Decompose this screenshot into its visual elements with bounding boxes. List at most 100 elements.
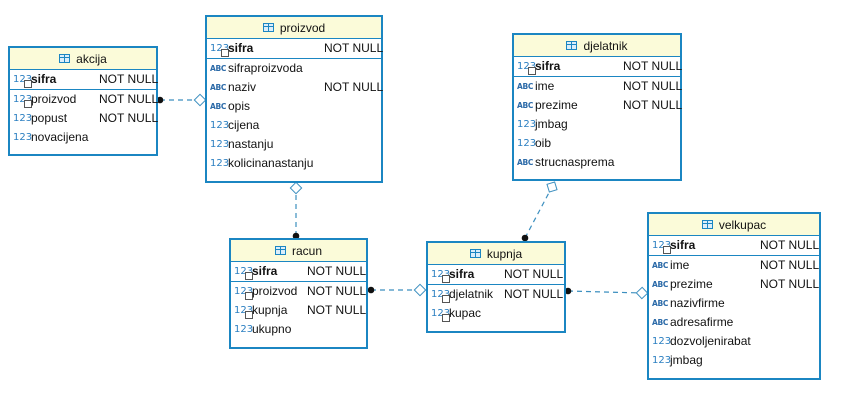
table-icon [262, 23, 274, 32]
column-name: proizvod [252, 284, 298, 298]
not-null-label: NOT NULL [623, 79, 683, 93]
foreign-key-icon [24, 100, 32, 108]
many-end-dot [156, 96, 164, 104]
table-icon [566, 41, 578, 50]
not-null-label: NOT NULL [623, 59, 683, 73]
numeric-type-icon: 123 [517, 57, 536, 76]
numeric-type-icon: 123 [234, 301, 253, 320]
column-name: sifraproizvoda [228, 61, 303, 75]
numeric-type-icon: 123 [652, 355, 672, 366]
not-null-label: NOT NULL [307, 264, 367, 278]
entity-name: proizvod [279, 20, 326, 35]
relationship-racun-kupnja[interactable] [367, 283, 427, 297]
numeric-type-icon: 123 [210, 120, 230, 131]
key-icon [442, 275, 450, 283]
column-name: sifra [31, 72, 57, 86]
numeric-type-icon: 123 [652, 236, 671, 255]
key-icon [221, 49, 229, 57]
text-type-icon: ABC [517, 158, 534, 167]
one-end-diamond [546, 181, 558, 193]
relationship-kupnja-djelatnik[interactable] [521, 181, 558, 242]
not-null-label: NOT NULL [99, 72, 159, 86]
entity-header: proizvod [207, 17, 381, 39]
text-type-icon: ABC [517, 101, 534, 110]
foreign-key-icon [245, 311, 253, 319]
many-end-dot [521, 234, 529, 242]
column-name: jmbag [535, 117, 568, 131]
not-null-label: NOT NULL [504, 267, 564, 281]
column-name: sifra [449, 267, 475, 281]
column-name: djelatnik [449, 287, 494, 301]
not-null-label: NOT NULL [324, 80, 384, 94]
not-null-label: NOT NULL [99, 92, 159, 106]
relationship-akcija-proizvod[interactable] [156, 93, 207, 107]
numeric-type-icon: 123 [517, 138, 537, 149]
not-null-label: NOT NULL [307, 303, 367, 317]
column-name: nastanju [228, 137, 274, 151]
relationship-kupnja-velkupac[interactable] [564, 286, 649, 300]
foreign-key-icon [442, 295, 450, 303]
table-icon [274, 246, 286, 255]
column-name: kupnja [252, 303, 288, 317]
not-null-label: NOT NULL [760, 277, 820, 291]
numeric-type-icon: 123 [431, 285, 450, 304]
entity-header: akcija [10, 48, 156, 70]
relationship-racun-proizvod[interactable] [289, 181, 303, 240]
numeric-type-icon: 123 [13, 132, 33, 143]
entity-header: velkupac [649, 214, 819, 236]
column-name: ime [535, 79, 555, 93]
column-name: sifra [535, 59, 561, 73]
foreign-key-icon [442, 314, 450, 322]
numeric-type-icon: 123 [234, 282, 253, 301]
one-end-diamond [193, 93, 207, 107]
numeric-type-icon: 123 [652, 336, 672, 347]
entity-name: akcija [76, 51, 107, 66]
table-icon [59, 54, 71, 63]
key-icon [528, 67, 536, 75]
column-name: ukupno [252, 322, 292, 336]
